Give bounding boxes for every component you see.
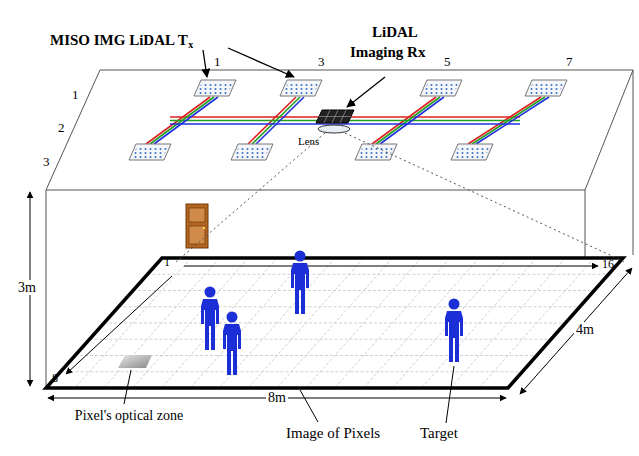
column-number: 1 [214,55,221,69]
grid-line [75,258,191,388]
row-number: 1 [72,88,79,102]
grid-line [148,274,609,275]
pixel-index: 8 [52,372,58,385]
transmitter-title: MISO IMG LiDAL T [50,32,188,49]
lens-label: Lens [298,135,319,147]
row-number: 2 [58,121,65,135]
dimension: 3m [16,280,38,295]
grid-line [335,258,450,388]
row-number: 3 [43,155,50,169]
grid-line [306,258,421,388]
grid-line [190,258,306,388]
grid-line [450,258,565,388]
pixel-index: 16 [602,258,614,271]
grid-line [133,290,594,291]
grid-line [90,339,552,340]
dimension: 4m [574,322,596,337]
receiver-title: Imaging Rx [350,44,425,61]
callout-label: Pixel's optical zone [74,408,184,423]
pixel-index: 1 [164,256,170,269]
subscript: x [188,39,193,50]
column-number: 5 [444,55,451,69]
dimension: 8m [266,390,288,405]
column-number: 7 [566,55,573,69]
column-number: 3 [318,55,325,69]
receiver-title: LiDAL [372,24,418,41]
callout-label: Target [420,425,458,442]
grid-line [104,323,566,324]
grid-line [119,306,580,307]
callout-label: Image of Pixels [286,425,380,442]
